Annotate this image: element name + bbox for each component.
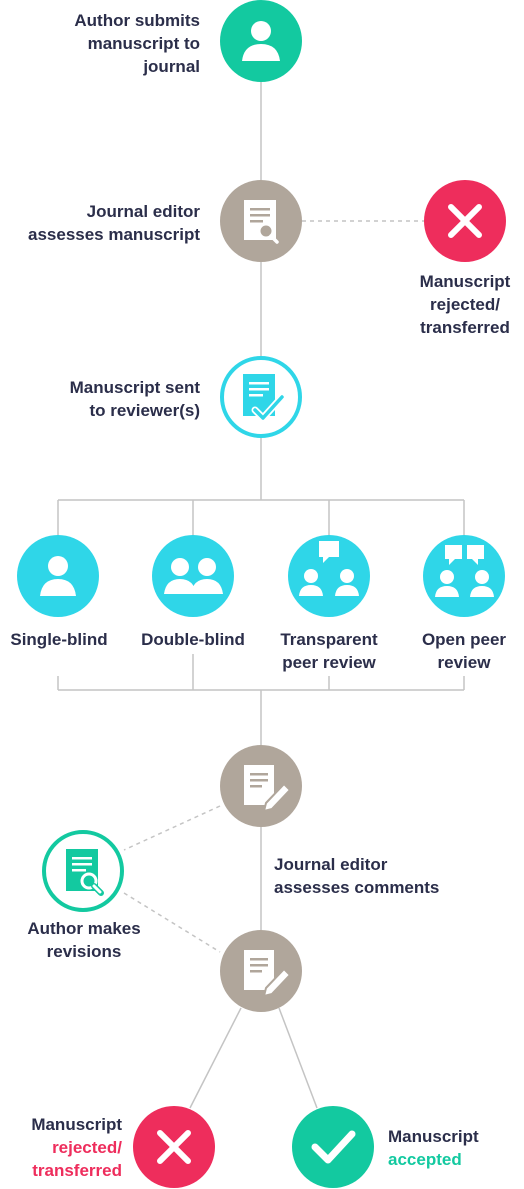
- label-line: to reviewer(s): [89, 401, 200, 420]
- label-line: Open peer: [421, 630, 507, 649]
- revisions-node: [42, 830, 124, 912]
- label-line: journal: [143, 57, 200, 76]
- review-open-node: [423, 535, 505, 617]
- label-line: Manuscript: [388, 1127, 479, 1146]
- connector-comments-revisions: [123, 805, 221, 851]
- document-edit-icon: [244, 950, 292, 998]
- label-review-double: Double-blind: [130, 628, 256, 651]
- cross-icon: [157, 1130, 191, 1164]
- rejected-bottom-node: [133, 1106, 215, 1188]
- connector-revisions-second: [123, 892, 221, 953]
- sent-node: [220, 356, 302, 438]
- assess-comments-node: [220, 745, 302, 827]
- label-line: Manuscript: [419, 272, 511, 291]
- review-single-node: [17, 535, 99, 617]
- label-line: rejected/: [430, 295, 500, 314]
- label-accepted: Manuscript accepted: [388, 1125, 479, 1171]
- connector-second-rejected: [189, 1007, 242, 1109]
- document-search-icon: [66, 849, 104, 896]
- rejected-top-node: [424, 180, 506, 262]
- label-revisions: Author makes revisions: [8, 917, 160, 963]
- label-line: Author submits: [74, 11, 200, 30]
- label-review-open: Open peer review: [406, 628, 522, 674]
- label-rejected-bottom: Manuscript rejected/ transferred: [31, 1113, 122, 1182]
- document-check-icon: [243, 374, 286, 422]
- cross-icon: [448, 204, 482, 238]
- label-line: Manuscript sent: [69, 378, 200, 397]
- label-line: assesses manuscript: [28, 225, 200, 244]
- label-line: Manuscript: [31, 1115, 122, 1134]
- label-review-transparent: Transparent peer review: [264, 628, 394, 674]
- label-line: Single-blind: [10, 630, 108, 649]
- connector-lines: [57, 82, 465, 1109]
- user-icon: [242, 21, 280, 61]
- label-line: peer review: [282, 653, 376, 672]
- label-line: Transparent: [280, 630, 378, 649]
- check-icon: [311, 1130, 356, 1164]
- label-line: Double-blind: [141, 630, 245, 649]
- connector-second-accepted: [278, 1007, 318, 1109]
- label-review-single: Single-blind: [0, 628, 118, 651]
- label-line: rejected/: [52, 1138, 122, 1157]
- document-search-icon: [244, 200, 279, 244]
- label-line: review: [437, 653, 491, 672]
- label-line: transferred: [420, 318, 510, 337]
- review-transparent-node: [288, 535, 370, 617]
- final-decision-node: [220, 930, 302, 1012]
- label-sent: Manuscript sent to reviewer(s): [70, 376, 200, 422]
- label-line: revisions: [46, 942, 122, 961]
- assess-node: [220, 180, 302, 262]
- label-rejected-top: Manuscript rejected/ transferred: [409, 270, 521, 339]
- label-line: assesses comments: [274, 878, 440, 897]
- single-user-icon: [40, 556, 76, 596]
- accepted-node: [292, 1106, 374, 1188]
- label-assess-comments: Journal editor assesses comments: [274, 853, 439, 899]
- label-line: Journal editor: [274, 855, 388, 874]
- document-edit-icon: [244, 765, 292, 813]
- label-submit: Author submits manuscript to journal: [74, 9, 200, 78]
- label-line: transferred: [32, 1161, 122, 1180]
- label-line: Journal editor: [86, 202, 200, 221]
- users-speech-two-icon: [435, 545, 494, 597]
- label-assess: Journal editor assesses manuscript: [28, 200, 200, 246]
- label-line: manuscript to: [87, 34, 200, 53]
- two-users-icon: [164, 558, 223, 594]
- label-line: Author makes: [27, 919, 141, 938]
- label-line: accepted: [388, 1150, 462, 1169]
- submit-node: [220, 0, 302, 82]
- review-double-node: [152, 535, 234, 617]
- users-speech-icon: [299, 541, 359, 596]
